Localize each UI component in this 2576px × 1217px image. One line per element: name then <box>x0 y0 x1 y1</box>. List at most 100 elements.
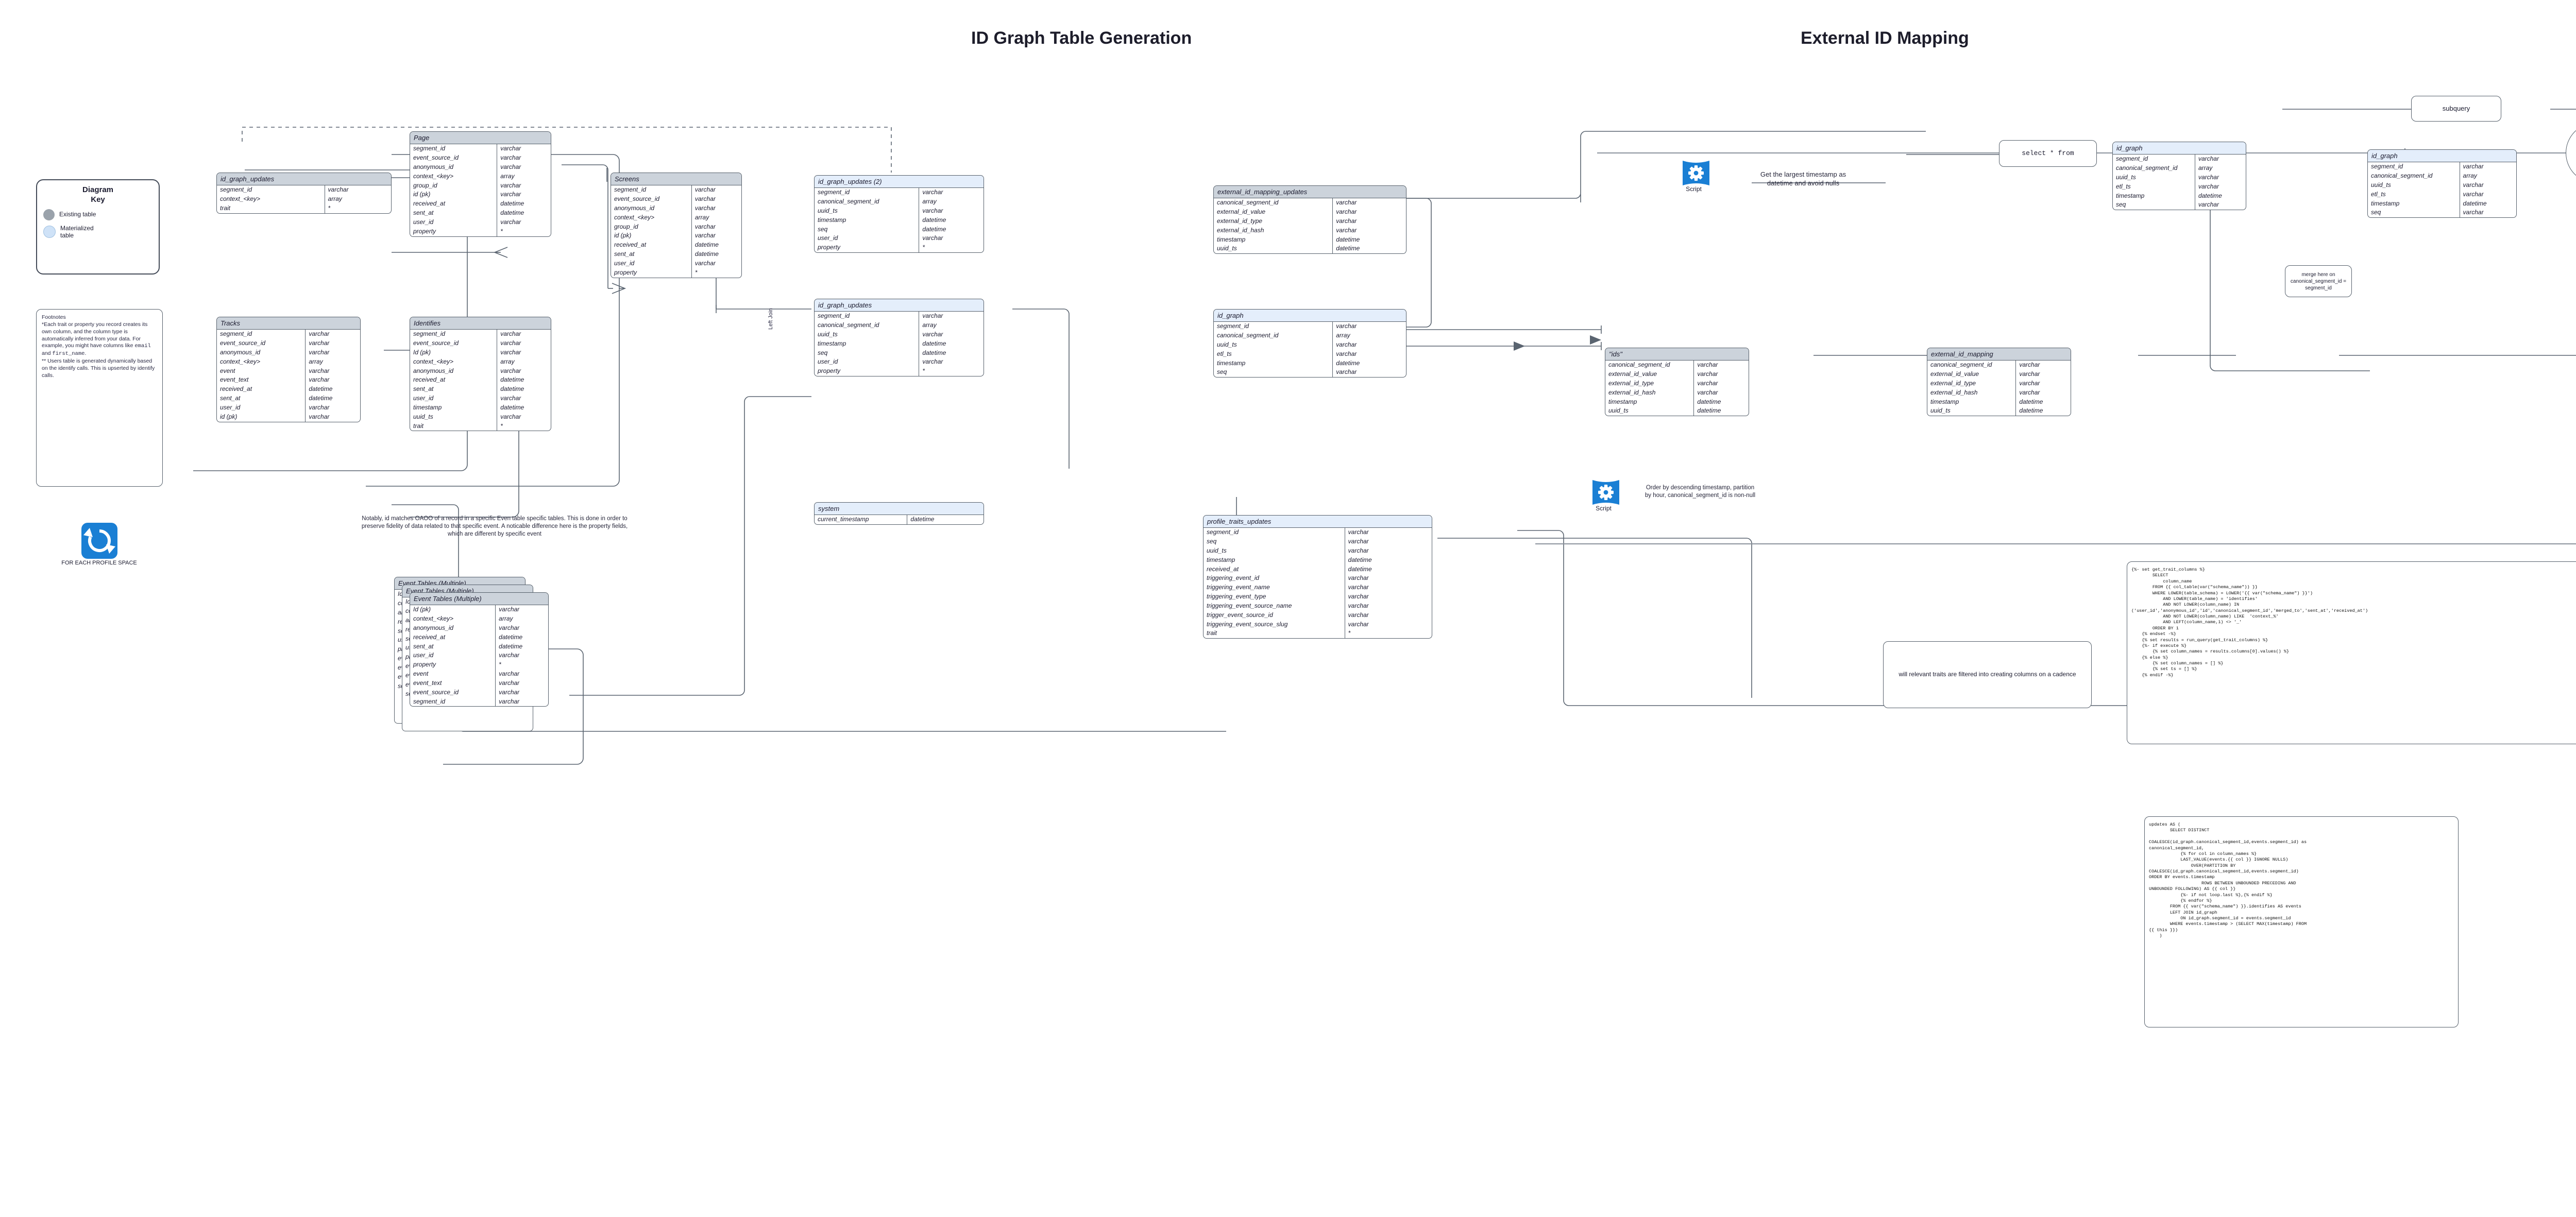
column-type: varchar <box>1336 226 1357 234</box>
column-name: trigger_event_source_id <box>1204 610 1345 620</box>
footnotes-line1: *Each trait or property you record creat… <box>42 321 151 357</box>
column-type: varchar <box>2463 163 2484 170</box>
column-type: varchar <box>1336 368 1357 376</box>
column-type: varchar <box>2198 201 2219 209</box>
column-type: varchar <box>500 330 521 338</box>
column-type: varchar <box>922 207 943 214</box>
column-type: * <box>500 227 503 235</box>
column-name: canonical_segment_id <box>2368 172 2460 181</box>
swimlane-rule-mid <box>1535 543 2576 544</box>
table-row: id (pk)varchar <box>217 412 360 422</box>
column-name: trait <box>410 421 498 431</box>
column-name: seq <box>815 225 920 234</box>
table-title: external_id_mapping_updates <box>1214 186 1406 199</box>
column-type: varchar <box>309 403 330 411</box>
column-type: varchar <box>922 330 943 338</box>
column-name: segment_id <box>815 188 920 198</box>
column-name: property <box>410 660 496 670</box>
column-name: timestamp <box>1214 358 1333 368</box>
column-name: property <box>815 243 920 253</box>
column-name: canonical_segment_id <box>815 321 920 330</box>
column-name: user_id <box>410 651 496 661</box>
column-type: datetime <box>910 516 935 523</box>
merge-here-note: merge here on canonical_segment_id = seg… <box>2285 265 2352 297</box>
column-name: sent_at <box>410 209 498 218</box>
column-type: varchar <box>1697 370 1718 378</box>
column-name: event_source_id <box>410 339 498 348</box>
column-name: segment_id <box>410 697 496 707</box>
column-name: uuid_ts <box>1214 340 1333 350</box>
column-name: received_at <box>410 375 498 385</box>
column-type: varchar <box>1348 528 1369 536</box>
column-name: timestamp <box>410 403 498 413</box>
column-type: datetime <box>500 376 524 384</box>
column-type: varchar <box>2019 388 2040 396</box>
column-type: varchar <box>694 259 716 267</box>
event-tables-note: Notably, id matches OAOO of a record in … <box>361 516 628 538</box>
column-name: segment_id <box>2368 162 2460 172</box>
table-row: Id (pk)varchar <box>410 605 548 615</box>
column-name: anonymous_id <box>410 162 498 172</box>
column-name: segment_id <box>410 330 498 339</box>
column-name: property <box>410 227 498 236</box>
column-type: datetime <box>500 209 524 217</box>
table-row: id (pk)varchar <box>611 231 741 241</box>
table-row: context_<key>array <box>217 195 391 204</box>
column-name: canonical_segment_id <box>1605 361 1694 370</box>
column-type: varchar <box>1348 546 1369 554</box>
legend-title-line1: Diagram <box>82 185 114 194</box>
column-name: group_id <box>611 222 692 232</box>
footnotes-mid: and <box>42 350 51 357</box>
column-name: segment_id <box>1204 528 1345 538</box>
column-name: trait <box>217 203 325 213</box>
column-type: varchar <box>500 154 521 162</box>
column-name: segment_id <box>2113 155 2195 164</box>
code-block-jinja-trait-columns: {%- set get_trait_columns %} SELECT colu… <box>2127 561 2576 744</box>
legend-label-materialized: Materialized table <box>60 224 94 239</box>
column-type: varchar <box>499 624 520 631</box>
column-type: varchar <box>1348 584 1369 591</box>
column-name: canonical_segment_id <box>1927 361 2016 370</box>
column-type: varchar <box>500 218 521 226</box>
column-type: * <box>922 367 925 375</box>
column-name: anonymous_id <box>410 623 496 633</box>
column-name: canonical_segment_id <box>1214 331 1333 340</box>
column-type: varchar <box>500 181 521 189</box>
table-external_id_mapping_updates: external_id_mapping_updates canonical_se… <box>1213 185 1406 254</box>
column-type: varchar <box>500 367 521 374</box>
column-name: external_id_type <box>1927 379 2016 388</box>
column-name: timestamp <box>815 339 920 349</box>
table-row: trait* <box>1204 629 1432 639</box>
table-title: Page <box>410 132 551 145</box>
column-name: Id (pk) <box>410 605 496 615</box>
column-name: triggering_event_name <box>1204 583 1345 593</box>
column-name: current_timestamp <box>815 515 908 525</box>
column-type: varchar <box>694 232 716 239</box>
column-type: varchar <box>500 339 521 347</box>
